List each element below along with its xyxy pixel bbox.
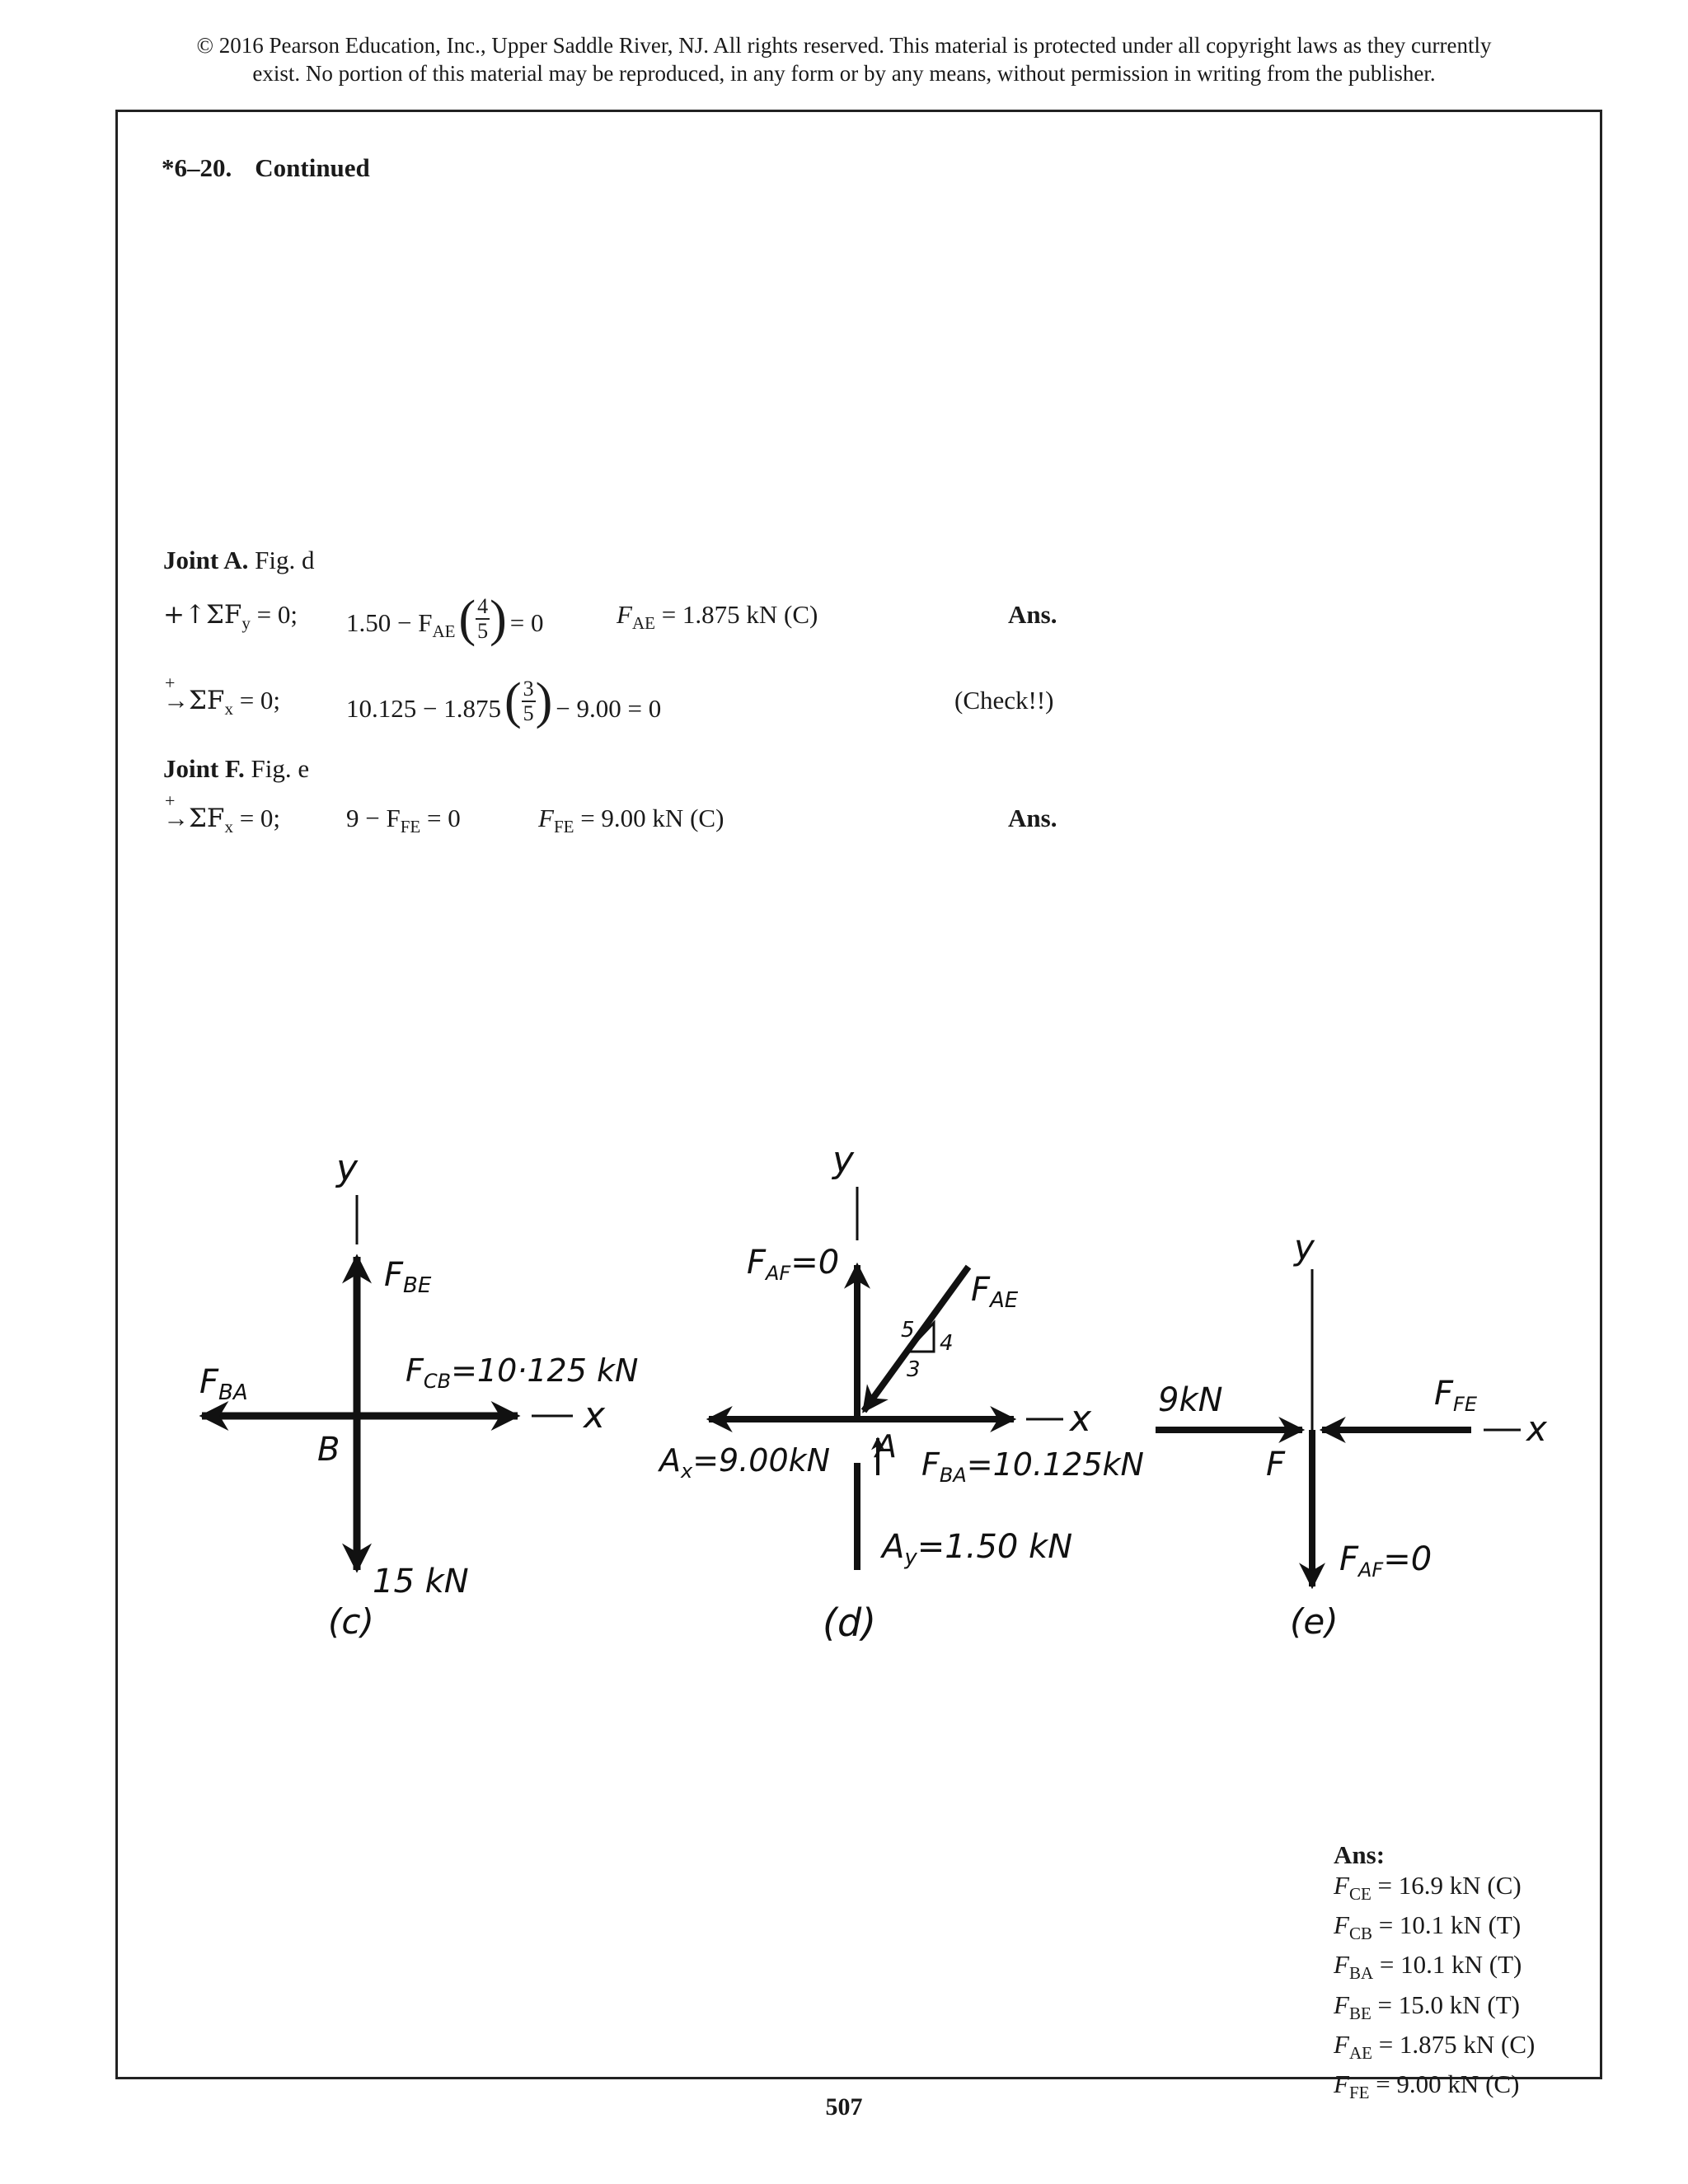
fig-c-caption: (c): [328, 1601, 374, 1642]
problem-number: *6–20.: [162, 153, 232, 182]
equation-label: +→ΣFx = 0;: [163, 790, 281, 837]
fig-d-tri-3: 3: [907, 1357, 921, 1382]
answer-marker: Ans.: [1008, 600, 1057, 629]
figure-c: y x B FBE FBA FCB=10·125 kN 15 kN (c): [199, 1147, 638, 1642]
joint-a-fig: Fig. d: [255, 546, 315, 574]
fig-e-y-label: y: [1292, 1227, 1315, 1268]
joint-f-heading: Joint F. Fig. e: [163, 754, 309, 784]
answer-line: FAE = 1.875 kN (C): [1334, 2029, 1536, 2063]
figure-e: y x F 9kN FFE FAF=0 (e): [1156, 1227, 1548, 1642]
joint-f-label: Joint F.: [163, 754, 245, 783]
fig-d-y-label: y: [831, 1139, 855, 1181]
fig-d-tri-4: 4: [940, 1331, 954, 1356]
fig-e-left-label: 9kN: [1158, 1381, 1223, 1419]
fig-e-faf-label: FAF=0: [1339, 1540, 1432, 1582]
fig-c-fbe-label: FBE: [384, 1256, 432, 1298]
fig-e-ffe-label: FFE: [1434, 1375, 1478, 1416]
fig-c-y-label: y: [335, 1147, 359, 1189]
fig-c-load-label: 15 kN: [373, 1563, 469, 1601]
fig-d-slope-triangle: [903, 1319, 935, 1353]
answer-summary: Ans: FCE = 16.9 kN (C) FCB = 10.1 kN (T)…: [1334, 1840, 1535, 2108]
equation-result: FAE = 1.875 kN (C): [617, 600, 818, 634]
answer-line: FCE = 16.9 kN (C): [1334, 1871, 1522, 1905]
answer-marker: Ans.: [1008, 804, 1057, 832]
equation-expression: 9 − FFE = 0: [346, 804, 461, 837]
page-number: 507: [825, 2093, 863, 2121]
joint-f-equation-x: +→ΣFx = 0; 9 − FFE = 0 FFE = 9.00 kN (C)…: [163, 790, 1152, 869]
joint-f-fig: Fig. e: [251, 754, 310, 783]
copyright-line-1: © 2016 Pearson Education, Inc., Upper Sa…: [196, 33, 1492, 58]
fig-e-joint-label: F: [1266, 1446, 1286, 1483]
fig-c-fba-label: FBA: [199, 1363, 248, 1405]
answer-line: FFE = 9.00 kN (C): [1334, 2069, 1520, 2103]
fig-d-faf-label: FAF=0: [747, 1244, 839, 1285]
equation-label: +↑ΣFy = 0;: [163, 600, 298, 634]
solution-frame: [115, 110, 1602, 2079]
figure-d: y x A FAF=0 FAE 5 4 3 Ax=9.00kN FBA=10.1…: [657, 1139, 1144, 1645]
fig-c-fcb-label: FCB=10·125 kN: [406, 1352, 638, 1393]
joint-a-heading: Joint A. Fig. d: [163, 546, 314, 575]
check-note: (Check!!): [954, 686, 1054, 715]
answer-heading: Ans:: [1334, 1840, 1386, 1869]
answer-line: FBE = 15.0 kN (T): [1334, 1990, 1520, 2023]
fig-d-caption: (d): [823, 1601, 876, 1645]
fig-d-tri-5: 5: [901, 1318, 915, 1343]
problem-heading: *6–20. Continued: [162, 153, 370, 183]
answer-line: FCB = 10.1 kN (T): [1334, 1910, 1522, 1944]
fig-d-joint-label: A: [873, 1428, 897, 1465]
equation-label: +→ΣFx = 0;: [163, 673, 281, 719]
fig-e-x-label: x: [1525, 1408, 1548, 1449]
fig-d-fba-label: FBA=10.125kN: [921, 1446, 1144, 1487]
problem-continued: Continued: [255, 153, 370, 182]
fig-d-ay-label: Ay=1.50 kN: [879, 1528, 1072, 1570]
answer-line: FBA = 10.1 kN (T): [1334, 1950, 1522, 1984]
fig-c-x-label: x: [582, 1394, 606, 1436]
equation-result: FFE = 9.00 kN (C): [538, 804, 724, 837]
fig-c-joint-label: B: [317, 1431, 340, 1469]
fig-d-fae-label: FAE: [971, 1271, 1019, 1313]
fig-d-fae-arrow: [860, 1264, 972, 1413]
copyright-notice: © 2016 Pearson Education, Inc., Upper Sa…: [0, 31, 1688, 87]
copyright-line-2: exist. No portion of this material may b…: [252, 61, 1436, 86]
fig-e-caption: (e): [1290, 1601, 1339, 1642]
fig-d-ax-label: Ax=9.00kN: [657, 1442, 830, 1483]
joint-a-label: Joint A.: [163, 546, 249, 574]
fig-d-x-label: x: [1068, 1398, 1092, 1440]
